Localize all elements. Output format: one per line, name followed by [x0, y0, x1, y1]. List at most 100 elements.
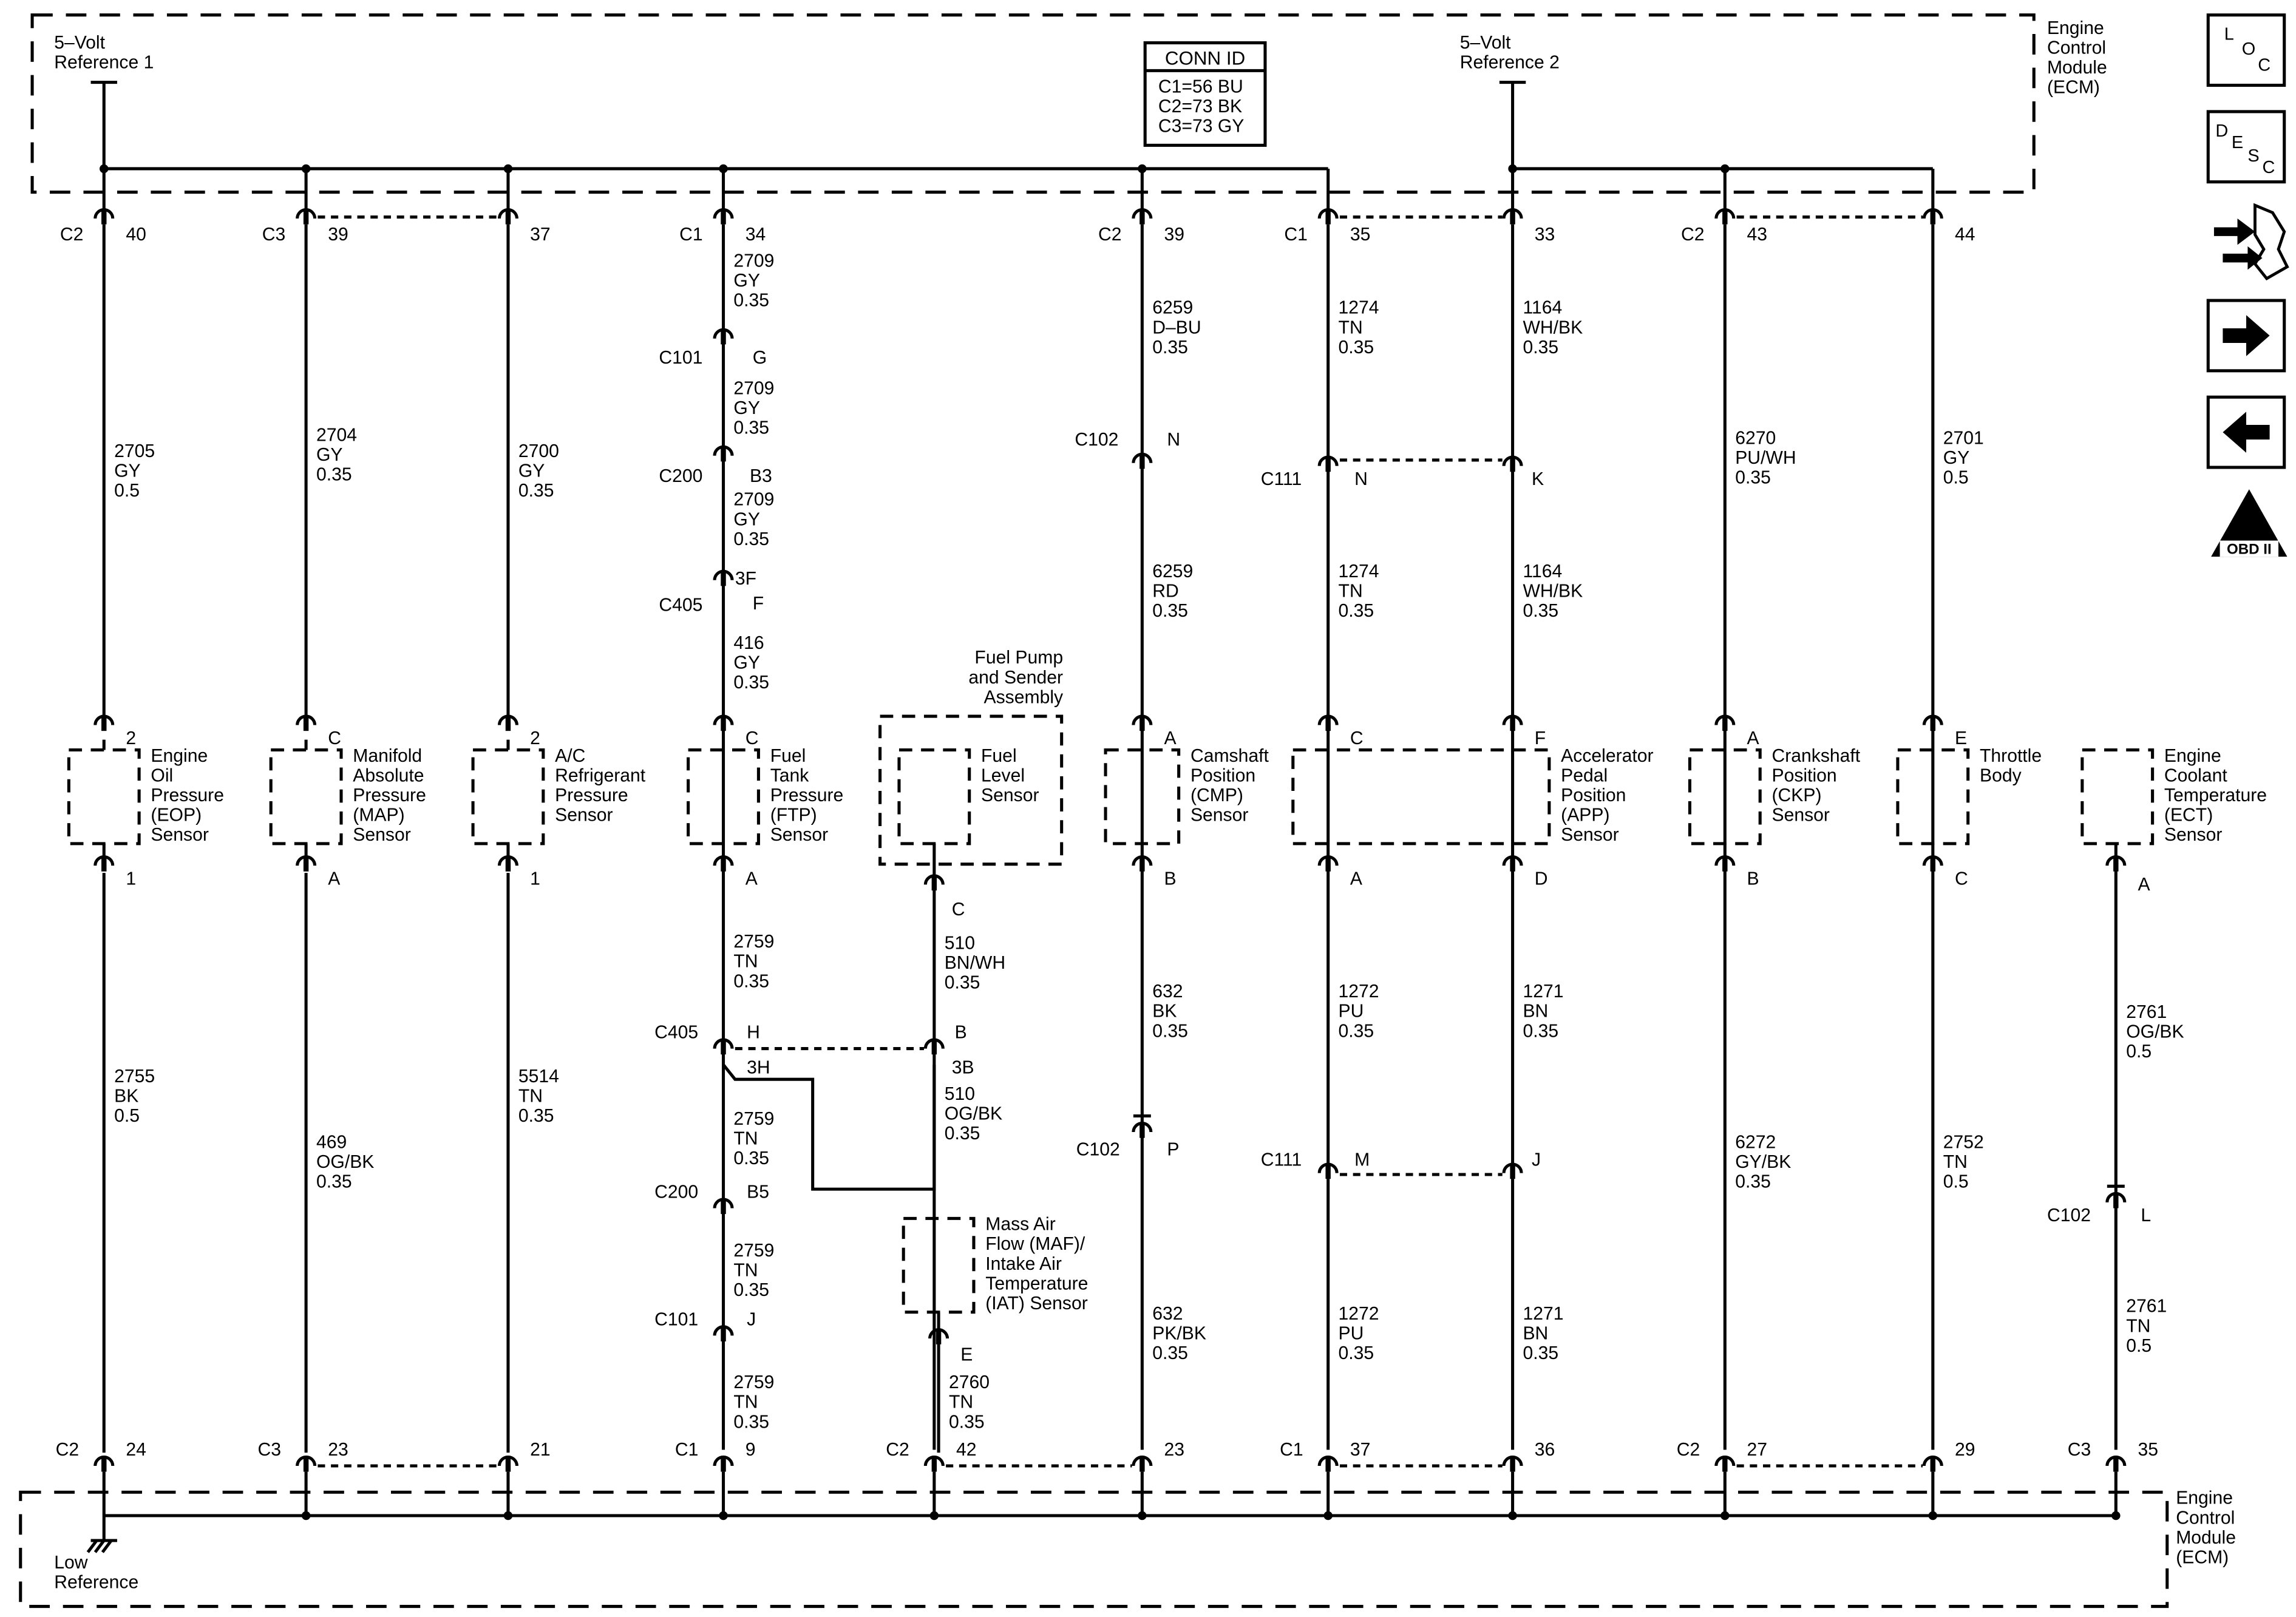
- connector-cavity: [497, 714, 518, 725]
- fuel-pump-assembly-label: Fuel Pump: [974, 648, 1063, 668]
- location-icon: O: [2242, 39, 2256, 59]
- sensor-label: Manifold: [353, 746, 422, 766]
- wire-label: PK/BK: [1152, 1323, 1206, 1343]
- connector-cavity: [497, 1456, 518, 1466]
- inline-pin-label: B5: [747, 1182, 769, 1202]
- wire-label: BK: [1152, 1002, 1177, 1022]
- obd-ii-icon[interactable]: [2220, 540, 2279, 557]
- wire-label: 2759: [733, 1109, 774, 1129]
- sensor-label: Sensor: [555, 805, 613, 825]
- ground-symbol: [86, 1539, 98, 1553]
- wire-label: 632: [1152, 1304, 1183, 1324]
- ecm-bottom-label: (ECM): [2176, 1547, 2229, 1567]
- connector-cavity: [713, 1198, 734, 1209]
- obd-ii-icon[interactable]: [2211, 489, 2288, 557]
- location-icon-box[interactable]: [2206, 13, 2286, 87]
- connector-repair-icon[interactable]: [2223, 246, 2263, 270]
- wire-label: 2700: [518, 441, 559, 461]
- wire-label: PU: [1339, 1002, 1364, 1022]
- wire-label: 0.35: [316, 465, 352, 485]
- sensor-label: Throttle: [1980, 746, 2042, 766]
- connector-cavity: [923, 1456, 945, 1466]
- splice-dot: [2111, 1511, 2121, 1520]
- connector-cavity: [1922, 208, 1943, 219]
- connector-cavity: [1502, 1456, 1523, 1466]
- wire-label: 5514: [518, 1066, 559, 1086]
- sensor-pin-label: E: [1955, 728, 1967, 748]
- wire-label: 510: [945, 934, 975, 954]
- ecm-top-label: Control: [2047, 38, 2106, 58]
- fuel-pump-assembly-label: Assembly: [984, 687, 1064, 707]
- wire-label: WH/BK: [1523, 581, 1583, 601]
- ecm-connector-label: C3: [2068, 1440, 2091, 1460]
- connector-cavity: [713, 208, 734, 219]
- connector-repair-icon[interactable]: [2213, 218, 2255, 245]
- ground-symbol: [101, 1539, 113, 1553]
- sensor-label: Engine: [151, 746, 208, 766]
- splice-dot: [301, 164, 311, 174]
- previous-arrow-icon[interactable]: [2223, 412, 2270, 453]
- sensor-box: [471, 748, 545, 846]
- wire-label: 0.5: [114, 1106, 140, 1126]
- wire-label: 0.35: [518, 481, 554, 501]
- ecm-pin-label: 35: [1350, 225, 1371, 245]
- conn-id-lines: C1=56 BU: [1158, 77, 1243, 97]
- wire-label: BN: [1523, 1002, 1548, 1022]
- connector-cavity: [1922, 1456, 1943, 1466]
- description-icon-box[interactable]: [2206, 110, 2286, 184]
- sensor-label: Sensor: [1561, 825, 1618, 845]
- splice-dot: [1138, 1511, 1147, 1520]
- maf-sensor-box: [902, 1216, 976, 1314]
- sensor-pin-label: 2: [126, 728, 136, 748]
- wire-label: 0.35: [1339, 337, 1374, 358]
- wire-label: 1272: [1339, 1304, 1379, 1324]
- sensor-box: [67, 748, 141, 846]
- ecm-pin-label: 39: [1164, 225, 1185, 245]
- wire-label: 0.35: [1152, 1021, 1188, 1041]
- connector-cavity: [1132, 452, 1153, 463]
- connector-cavity: [93, 714, 115, 725]
- sensor-label: (EOP): [151, 805, 202, 825]
- inline-pin-label: N: [1354, 469, 1368, 489]
- wire-label: 0.35: [1152, 1343, 1188, 1363]
- connector-cavity: [296, 855, 317, 866]
- obd-ii-icon: OBD II: [2227, 541, 2272, 557]
- connector-cavity: [2105, 855, 2127, 866]
- wire-label: 1271: [1523, 981, 1563, 1002]
- sensor-pin-label: F: [1535, 728, 1546, 748]
- inline-pin-label: J: [1532, 1150, 1541, 1170]
- connector-cavity: [497, 855, 518, 866]
- connector-repair-icon[interactable]: [2253, 203, 2289, 280]
- ecm-connector-label: C1: [679, 225, 703, 245]
- connector-cavity: [1502, 855, 1523, 866]
- wire-label: 0.35: [1735, 1172, 1771, 1192]
- splice-dot: [719, 164, 728, 174]
- inline-connector-label: C101: [654, 1309, 698, 1329]
- wire-label: 510: [945, 1084, 975, 1104]
- wire-label: 0.35: [1523, 337, 1558, 358]
- wire-label: TN: [733, 1261, 758, 1281]
- ecm-bottom-box: [19, 1490, 2169, 1609]
- splice-dot: [1508, 1511, 1517, 1520]
- inline-connector-label: C405: [659, 595, 702, 615]
- connector-cavity: [713, 714, 734, 725]
- connector-cavity: [1502, 1162, 1523, 1173]
- connector-cavity: [2105, 1192, 2127, 1203]
- wire-label: 2760: [949, 1372, 990, 1392]
- wire-label: 2709: [733, 378, 774, 398]
- sensor-label: (ECT): [2164, 805, 2213, 825]
- wire-label: 0.35: [733, 1280, 769, 1300]
- wire-label: 0.35: [1339, 601, 1374, 621]
- wire-label: 0.35: [1523, 1021, 1558, 1041]
- wire-label: 0.5: [2126, 1336, 2152, 1356]
- wire-label: TN: [2126, 1316, 2150, 1336]
- description-icon: E: [2232, 133, 2243, 152]
- connector-cavity: [713, 328, 734, 339]
- wire-label: 0.35: [1152, 601, 1188, 621]
- splice-dot: [503, 1511, 513, 1520]
- splice-dot: [1323, 1511, 1333, 1520]
- ecm-pin-label: 23: [328, 1440, 348, 1460]
- connector-cavity: [1714, 208, 1736, 219]
- connector-cavity: [923, 1038, 945, 1049]
